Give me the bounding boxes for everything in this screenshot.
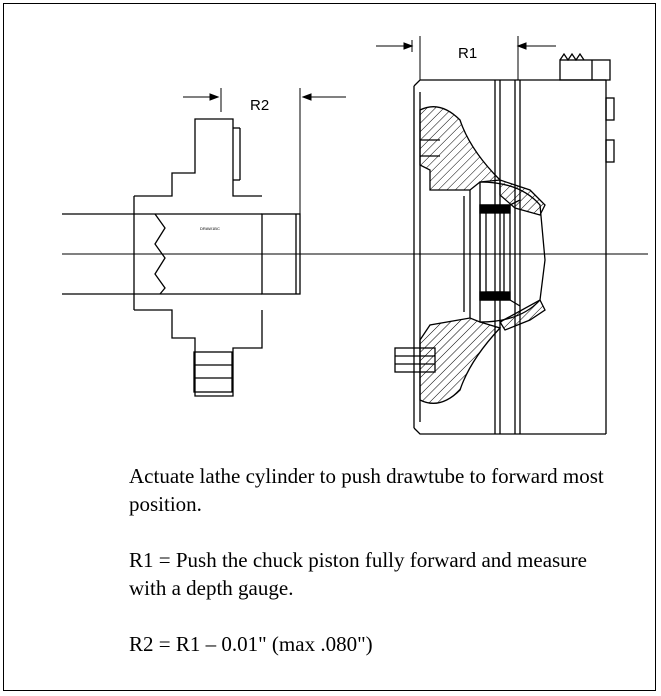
instruction-step-1: Actuate lathe cylinder to push drawtube … xyxy=(129,464,604,516)
drawtube-adapter xyxy=(62,118,301,397)
instruction-step-2: R1 = Push the chuck piston fully forward… xyxy=(129,548,588,600)
dimension-r2 xyxy=(183,88,346,214)
r2-label: R2 xyxy=(250,97,269,114)
instruction-step-3: R2 = R1 – 0.01" (max .080") xyxy=(129,632,373,656)
figure-frame xyxy=(3,3,656,691)
drawtube-marking: DRAW1BC xyxy=(200,226,220,231)
dimension-r1 xyxy=(376,36,556,80)
instructions: Actuate lathe cylinder to push drawtube … xyxy=(129,462,629,658)
r1-label: R1 xyxy=(458,45,477,62)
chuck-hatched-section xyxy=(419,106,546,404)
